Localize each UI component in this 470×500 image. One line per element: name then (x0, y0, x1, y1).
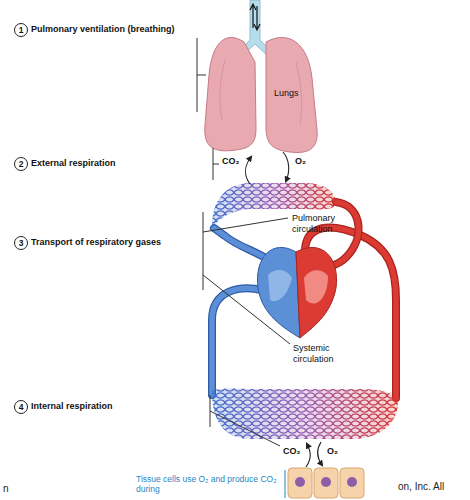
brackets (197, 38, 290, 498)
circulation-label: Pulmonary circulation (292, 213, 342, 234)
circulation-label: Systemic circulation (293, 343, 343, 364)
systemic-capillaries (205, 384, 403, 444)
blood-vessels-part (212, 288, 262, 395)
watermark: on, Inc. All (398, 482, 444, 493)
heart-part (304, 270, 328, 303)
gas-label: O₂ (327, 446, 338, 457)
organ-label: Lungs (274, 88, 299, 99)
heart-part (296, 247, 337, 338)
step-title: Transport of respiratory gases (31, 237, 161, 248)
tissue-cells-part (347, 477, 357, 487)
note-text: Tissue cells use O₂ and produce CO₂ duri… (136, 474, 282, 494)
tissue-cells (288, 468, 364, 498)
tissue-cells-part (314, 468, 338, 498)
gas-arrows-part (246, 157, 251, 184)
lungs-part (254, 6, 260, 30)
step-title: Pulmonary ventilation (breathing) (31, 24, 175, 35)
heart-part (268, 270, 292, 301)
callout-number: 1 (14, 23, 28, 37)
gas-label: CO₂ (222, 156, 240, 167)
watermark: n (3, 484, 9, 495)
gas-label: O₂ (295, 156, 306, 167)
brackets-part (197, 38, 206, 112)
callout-number: 4 (14, 400, 28, 414)
brackets-part (213, 148, 219, 180)
brackets-part (210, 395, 280, 446)
brackets-part (285, 470, 286, 498)
systemic-capillaries-part (205, 384, 403, 444)
callout-number: 2 (14, 157, 28, 171)
step-title: External respiration (31, 158, 116, 169)
step-title: Internal respiration (31, 401, 113, 412)
lungs (205, 0, 317, 153)
gas-arrows-part (318, 442, 322, 465)
lungs-part (250, 4, 256, 28)
tissue-cells-part (321, 477, 331, 487)
gas-arrows (246, 152, 322, 467)
tissue-cells-part (288, 468, 312, 498)
tissue-cells-part (340, 468, 364, 498)
lungs-part (220, 60, 302, 125)
blood-vessels-part (212, 288, 262, 395)
gas-label: CO₂ (283, 446, 301, 457)
heart (257, 247, 336, 338)
gas-arrows-part (283, 152, 289, 181)
tissue-cells-part (295, 477, 305, 487)
lungs-part (266, 38, 317, 153)
gas-arrows-part (306, 444, 310, 467)
brackets-part (203, 212, 290, 344)
lungs-part (205, 37, 256, 150)
callout-number: 3 (14, 236, 28, 250)
heart-part (257, 247, 300, 338)
